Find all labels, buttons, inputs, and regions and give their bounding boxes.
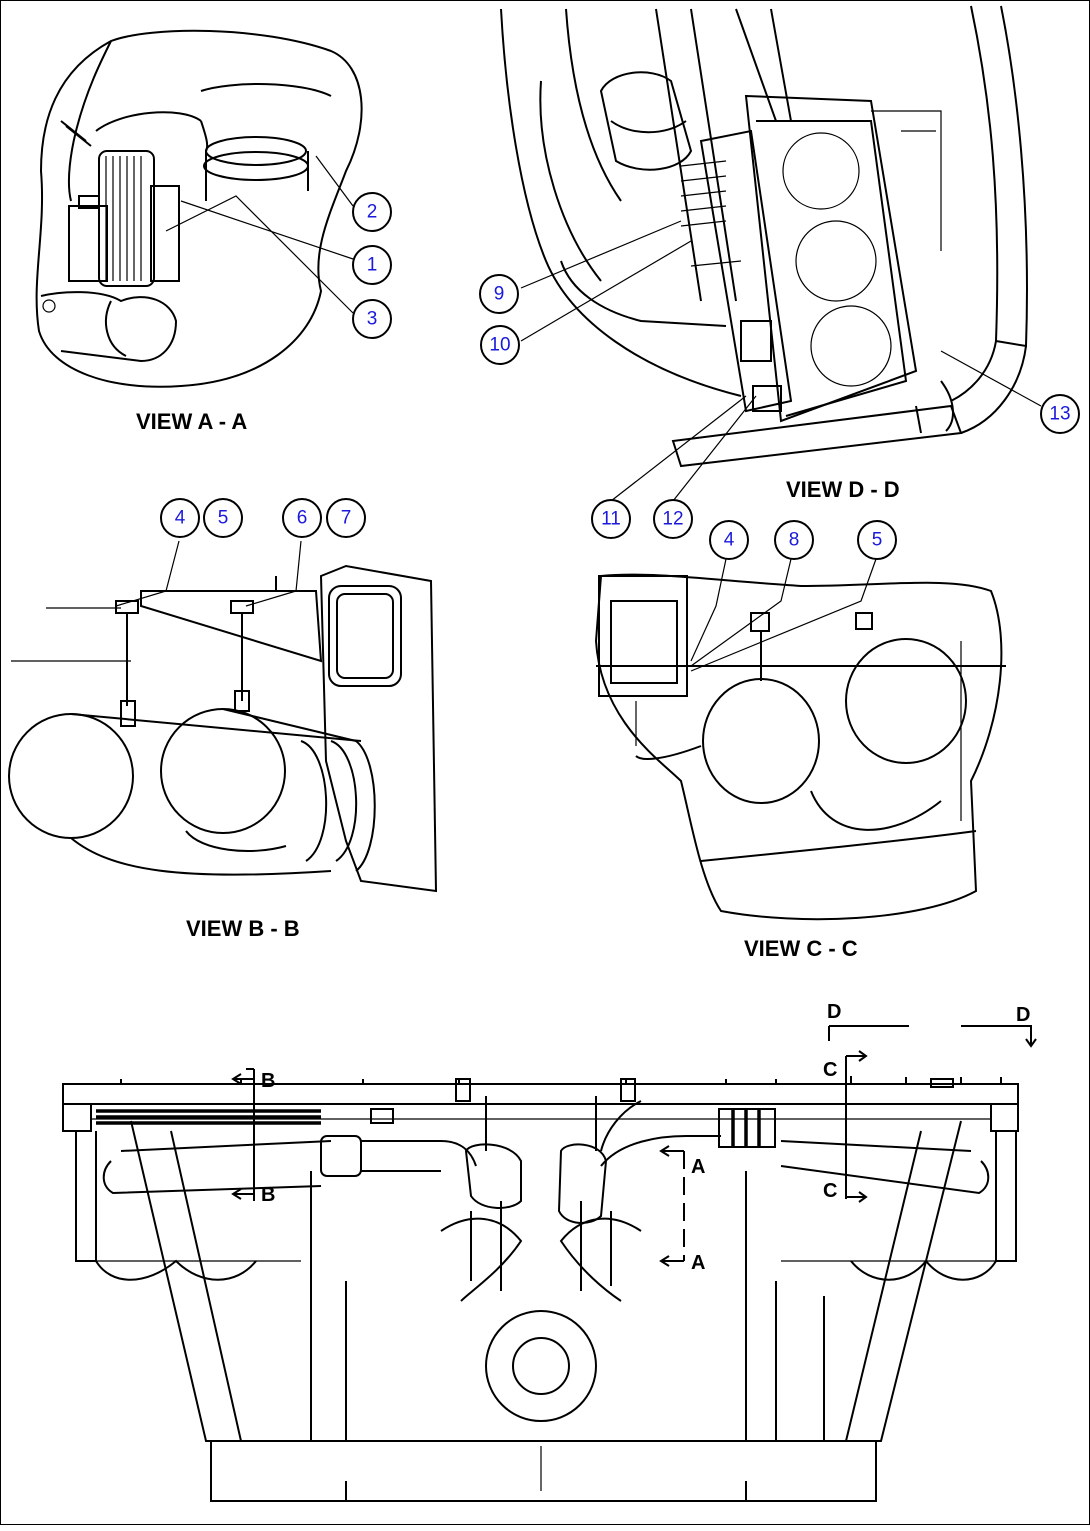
section-c-bottom-label: C: [823, 1180, 837, 1202]
section-line-c: C C: [823, 1050, 868, 1203]
view-a-a-drawing: [35, 29, 363, 388]
callout-1: 1: [352, 245, 392, 285]
section-b-bottom-label: B: [261, 1184, 275, 1206]
svg-text:4: 4: [175, 508, 186, 529]
view-c-c-caption: VIEW C - C: [744, 936, 858, 961]
svg-text:12: 12: [662, 509, 683, 530]
svg-text:2: 2: [367, 202, 378, 223]
callout-b-7: 7: [326, 498, 366, 538]
view-b-b-drawing: [8, 540, 438, 893]
svg-text:8: 8: [789, 530, 800, 551]
svg-text:4: 4: [724, 530, 735, 551]
callout-c-8: 8: [774, 520, 814, 560]
callout-9: 9: [479, 274, 519, 314]
callout-12: 12: [653, 499, 693, 539]
svg-text:7: 7: [341, 508, 352, 529]
section-a-bottom-label: A: [691, 1252, 705, 1274]
svg-text:5: 5: [872, 530, 883, 551]
svg-text:9: 9: [494, 284, 505, 305]
callout-b-6: 6: [282, 498, 322, 538]
svg-text:1: 1: [367, 255, 378, 276]
main-assembly-drawing: [62, 1076, 1019, 1502]
section-b-top-label: B: [261, 1070, 275, 1092]
callout-3: 3: [352, 299, 392, 339]
svg-text:6: 6: [297, 508, 308, 529]
section-d-left-label: D: [827, 1001, 841, 1023]
svg-text:3: 3: [367, 309, 378, 330]
view-c-c-drawing: [594, 558, 1006, 921]
section-line-d: D D: [827, 1001, 1037, 1048]
callout-b-5: 5: [203, 498, 243, 538]
section-c-top-label: C: [823, 1059, 837, 1081]
section-line-a: A A: [659, 1145, 705, 1274]
callout-c-5: 5: [857, 520, 897, 560]
svg-text:5: 5: [218, 508, 229, 529]
view-a-a-caption: VIEW A - A: [136, 409, 247, 434]
callout-13: 13: [1040, 394, 1080, 434]
svg-text:13: 13: [1049, 404, 1070, 425]
view-d-d-drawing: [500, 5, 1042, 502]
section-a-top-label: A: [691, 1156, 705, 1178]
svg-text:11: 11: [601, 509, 621, 530]
callout-10: 10: [480, 325, 520, 365]
callout-c-4: 4: [709, 520, 749, 560]
view-d-d-caption: VIEW D - D: [786, 477, 900, 502]
callout-11: 11: [591, 499, 631, 539]
callout-2: 2: [352, 192, 392, 232]
callout-b-4: 4: [160, 498, 200, 538]
section-d-right-label: D: [1016, 1004, 1030, 1026]
section-line-b: B B: [231, 1068, 275, 1206]
view-b-b-caption: VIEW B - B: [186, 916, 300, 941]
svg-text:10: 10: [489, 335, 510, 356]
